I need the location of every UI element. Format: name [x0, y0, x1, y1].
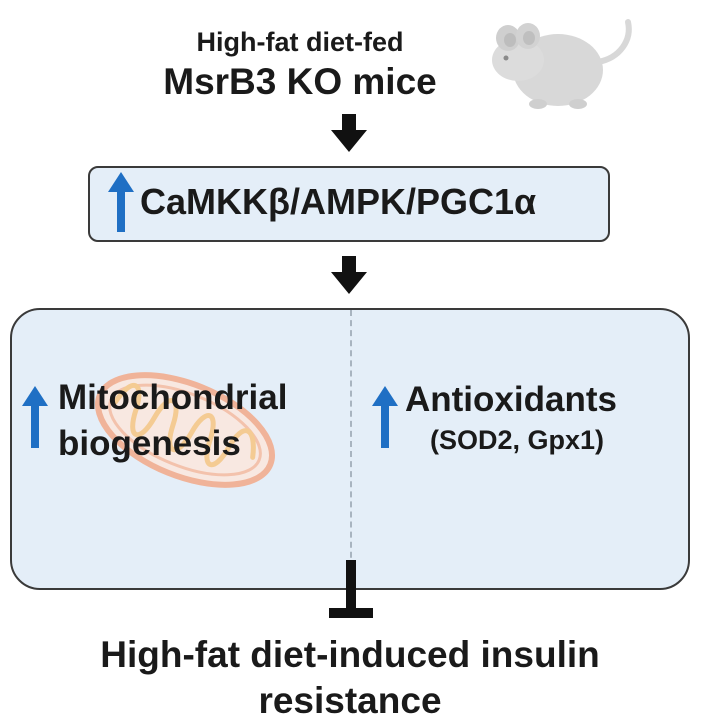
mouse-icon: [492, 19, 632, 109]
up-arrow-icon: [22, 386, 48, 448]
pathway-box: [88, 166, 610, 242]
down-arrow-icon: [331, 114, 367, 152]
antioxidants-label: Antioxidants: [405, 380, 617, 419]
mitochondrial-biogenesis-label: Mitochondrial biogenesis: [58, 378, 288, 463]
inhibition-icon: [329, 560, 373, 618]
mice-title: MsrB3 KO mice: [163, 61, 437, 102]
mice-condition-label: High-fat diet-fed: [196, 27, 404, 57]
effects-divider: [350, 310, 352, 588]
up-arrow-icon: [108, 172, 134, 232]
antioxidants-sub-label: (SOD2, Gpx1): [430, 425, 605, 455]
pathway-label: CaMKKβ/AMPK/PGC1α: [140, 181, 537, 222]
insulin-resistance-label: High-fat diet-induced insulin resistance: [100, 634, 600, 721]
down-arrow-icon: [331, 256, 367, 294]
up-arrow-icon: [372, 386, 398, 448]
mitochondrion-icon: [94, 372, 276, 488]
